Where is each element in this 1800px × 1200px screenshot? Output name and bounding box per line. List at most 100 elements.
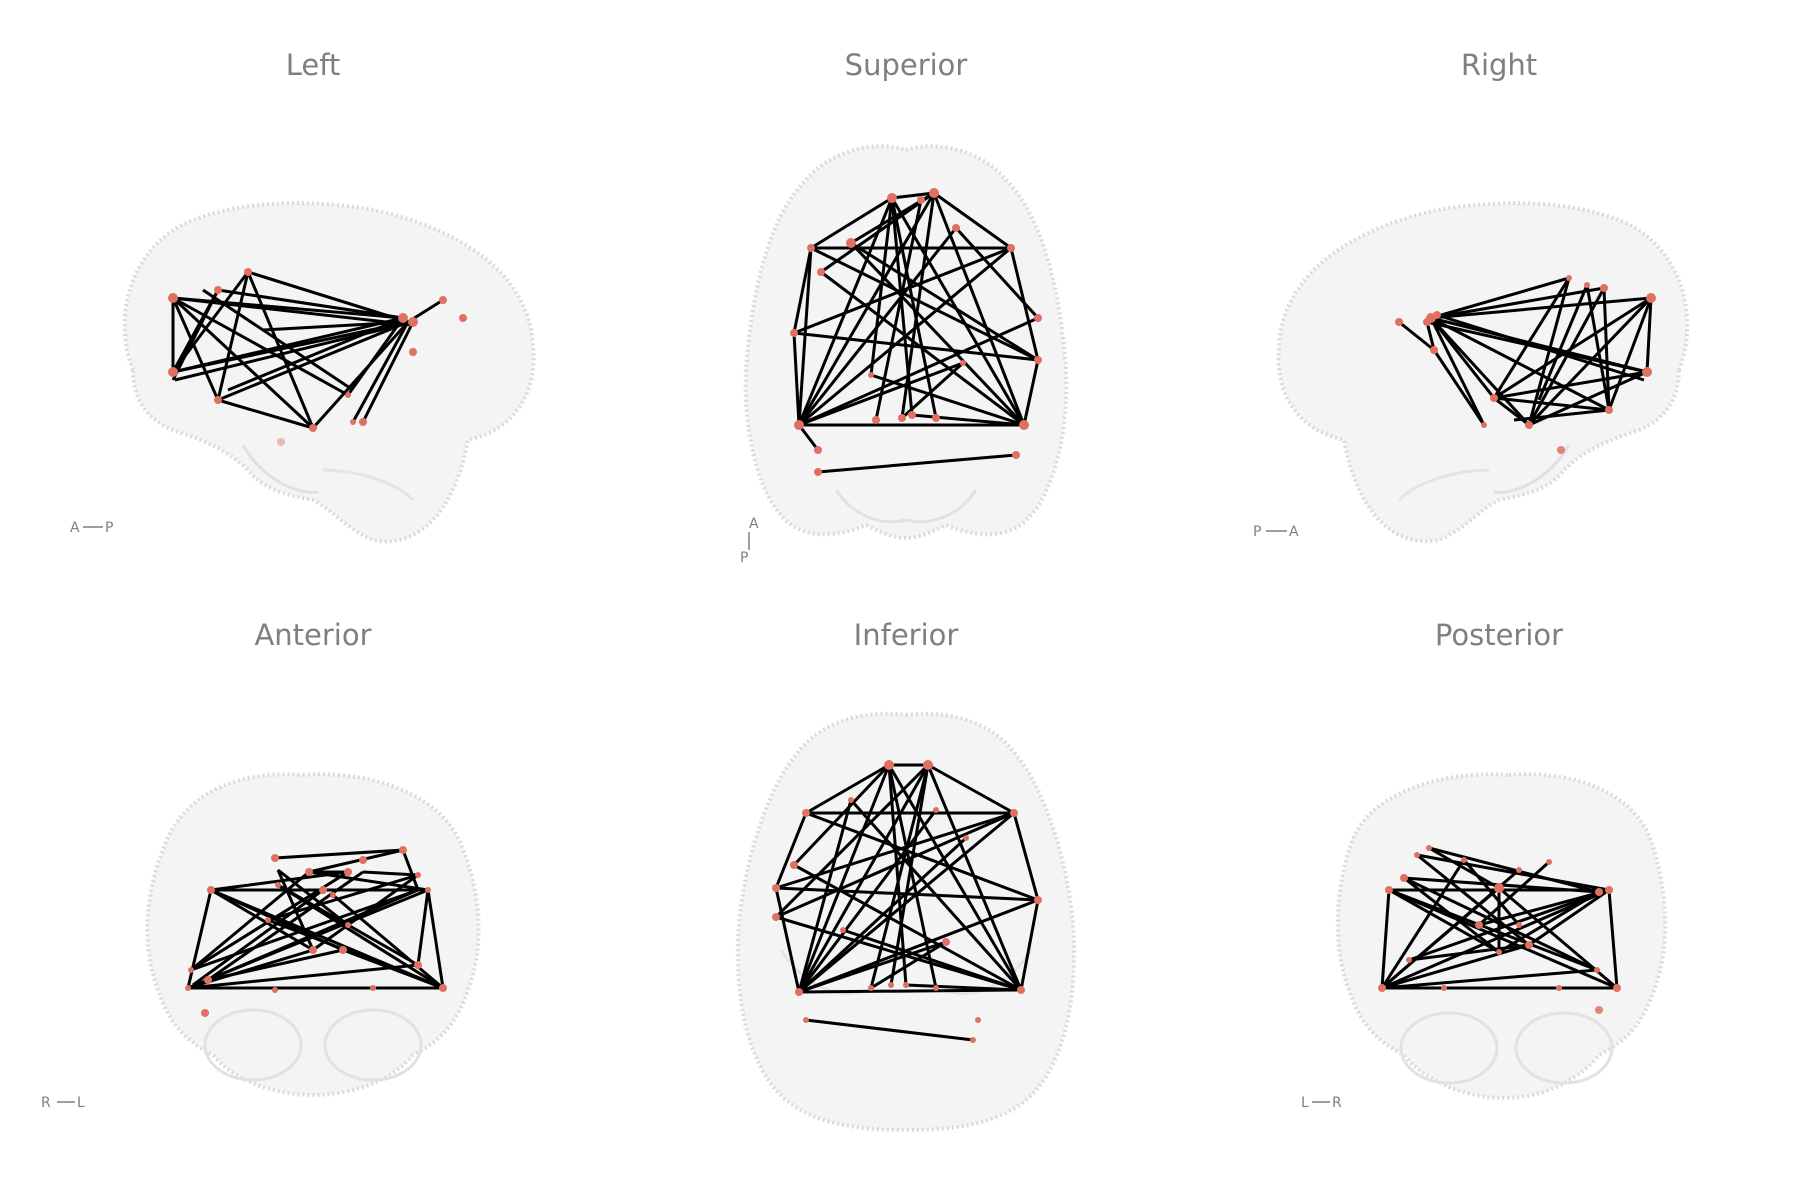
node	[1385, 886, 1393, 894]
edge	[267, 873, 419, 922]
node	[1406, 957, 1412, 963]
edge	[774, 812, 808, 889]
edge	[1493, 396, 1530, 427]
node	[923, 760, 933, 770]
node	[917, 196, 925, 204]
edge	[805, 1018, 974, 1042]
node	[772, 913, 780, 921]
node	[345, 392, 351, 398]
node	[399, 846, 407, 854]
edge	[793, 863, 1022, 992]
edges	[792, 191, 1040, 474]
node	[305, 868, 313, 876]
edge	[362, 870, 419, 877]
edge	[927, 763, 1015, 815]
node	[942, 938, 950, 946]
node	[840, 927, 846, 933]
node	[814, 446, 822, 454]
edge	[774, 763, 930, 919]
edge	[1381, 943, 1530, 990]
node	[1600, 284, 1608, 292]
node	[309, 946, 317, 954]
edge	[798, 811, 1015, 994]
node	[807, 244, 815, 252]
node	[975, 1017, 981, 1023]
node	[1034, 356, 1042, 364]
node	[1557, 446, 1565, 454]
edge	[870, 373, 1025, 427]
node	[903, 982, 909, 988]
orient-right-label: A	[1289, 524, 1299, 540]
node	[795, 988, 803, 996]
node	[1426, 845, 1432, 851]
edge	[869, 764, 930, 989]
node	[398, 313, 408, 323]
node	[439, 296, 447, 304]
edge	[308, 848, 404, 874]
orient-left-label: P	[1253, 524, 1261, 540]
edge	[1388, 888, 1598, 972]
node	[1594, 967, 1600, 973]
edge	[210, 888, 314, 952]
node	[214, 286, 222, 294]
node	[908, 411, 916, 419]
node	[1613, 984, 1621, 992]
node	[898, 414, 906, 422]
edge	[1527, 277, 1571, 426]
edges	[171, 270, 444, 430]
edges	[774, 763, 1040, 1042]
node	[1605, 406, 1613, 414]
panel-superior: Superior	[606, 0, 1206, 600]
node	[201, 1009, 209, 1017]
node	[345, 922, 351, 928]
edge	[797, 192, 936, 426]
edge	[1430, 296, 1652, 320]
edge	[312, 873, 419, 952]
edge	[217, 288, 404, 320]
node	[794, 420, 804, 430]
edge	[1645, 297, 1653, 373]
edges	[186, 848, 445, 990]
node	[846, 238, 856, 248]
edge	[1428, 846, 1600, 894]
nodes	[1378, 845, 1621, 1014]
edge	[798, 316, 1039, 427]
edge	[905, 983, 1022, 992]
edge	[1408, 888, 1610, 962]
node	[414, 961, 422, 969]
edge	[247, 270, 409, 324]
edge	[332, 893, 444, 990]
node	[1378, 984, 1386, 992]
node	[790, 861, 798, 869]
brain-outline	[122, 201, 536, 544]
edge	[1436, 313, 1645, 382]
edge	[1493, 370, 1648, 400]
brain-view-right: P A	[1253, 201, 1690, 544]
node	[963, 835, 969, 841]
edge	[1408, 943, 1530, 962]
edge	[869, 197, 894, 376]
node	[359, 856, 367, 864]
node	[168, 367, 178, 377]
edge	[210, 870, 349, 892]
node	[439, 984, 447, 992]
edge	[1513, 408, 1610, 422]
edge	[1430, 286, 1605, 320]
orient-bottom-label: P	[740, 550, 748, 566]
panel-title: Left	[285, 48, 341, 82]
node	[933, 985, 939, 991]
edge	[217, 320, 409, 402]
edge	[954, 226, 1040, 320]
node	[790, 329, 798, 337]
edge	[810, 196, 893, 250]
node	[887, 193, 897, 203]
node	[814, 468, 822, 476]
node	[1481, 422, 1487, 428]
node	[1433, 311, 1441, 319]
node	[952, 224, 960, 232]
edge	[217, 398, 314, 430]
node	[275, 882, 281, 888]
orientation-indicator: A P	[740, 516, 759, 566]
panel-title: Superior	[844, 48, 968, 82]
node	[1646, 293, 1656, 303]
